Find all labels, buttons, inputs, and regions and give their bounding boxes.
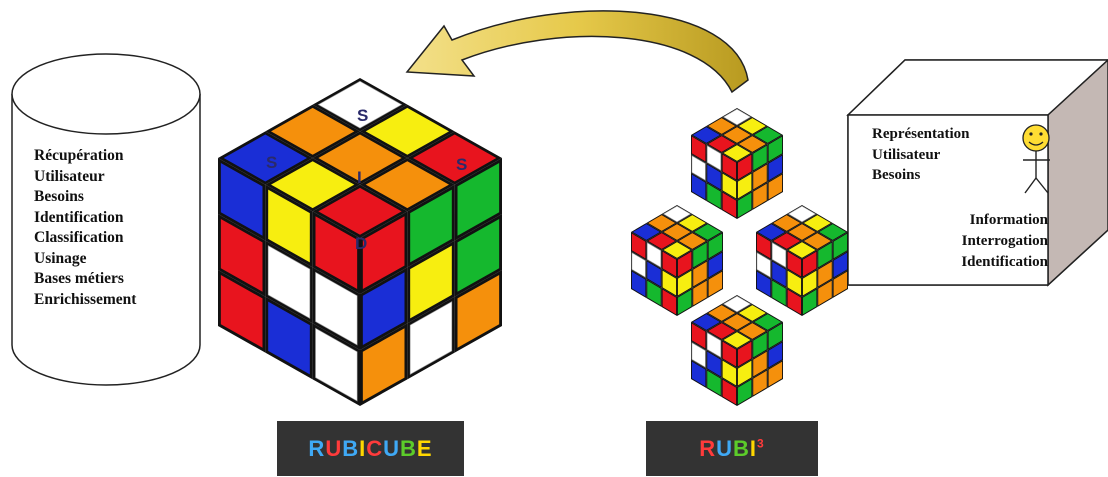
list-item: Enrichissement — [34, 290, 136, 311]
rubi3-word: RUBI3 — [699, 436, 764, 462]
list-item: Représentation — [872, 124, 970, 145]
rubicube-letter: B — [342, 436, 359, 461]
list-item: Bases métiers — [34, 269, 136, 290]
rubi3-letter: I — [750, 436, 757, 461]
rubi3-label: RUBI3 — [646, 421, 818, 476]
rubi3-letter: R — [699, 436, 716, 461]
cube-letter-center: I — [357, 168, 362, 187]
rubicube-letter: C — [366, 436, 383, 461]
rubicube-letter: U — [325, 436, 342, 461]
list-item: Classification — [34, 228, 136, 249]
small-rubik-cube — [756, 205, 848, 316]
list-item: Utilisateur — [872, 145, 970, 166]
list-item: Information — [961, 210, 1048, 231]
list-item: Besoins — [872, 165, 970, 186]
small-rubik-cube — [691, 295, 783, 406]
curved-arrow — [407, 11, 748, 92]
cube-letter-top: S — [357, 106, 368, 125]
list-item: Interrogation — [961, 231, 1048, 252]
rubicube-word: RUBICUBE — [308, 436, 432, 462]
cube-letter-front: D — [355, 234, 367, 253]
rubi3-superscript: 3 — [757, 436, 765, 450]
box-bottom-list: Information Interrogation Identification — [961, 210, 1048, 273]
rubicube-letter: E — [417, 436, 433, 461]
small-rubik-cube — [631, 205, 723, 316]
list-item: Usinage — [34, 249, 136, 270]
small-rubik-cube — [691, 108, 783, 219]
list-item: Utilisateur — [34, 167, 136, 188]
cube-letter-left: S — [266, 153, 277, 172]
list-item: Récupération — [34, 146, 136, 167]
rubicube-letter: B — [400, 436, 417, 461]
rubicube-letter: U — [383, 436, 400, 461]
rubi3-letter: U — [716, 436, 733, 461]
cylinder-list: Récupération Utilisateur Besoins Identif… — [34, 146, 136, 310]
rubi3-letter: B — [733, 436, 750, 461]
list-item: Identification — [34, 208, 136, 229]
list-item: Identification — [961, 252, 1048, 273]
rubicube-label: RUBICUBE — [277, 421, 464, 476]
cube-letter-right: S — [456, 155, 467, 174]
rubicube-letter: R — [308, 436, 325, 461]
box-top-list: Représentation Utilisateur Besoins — [872, 124, 970, 186]
list-item: Besoins — [34, 187, 136, 208]
